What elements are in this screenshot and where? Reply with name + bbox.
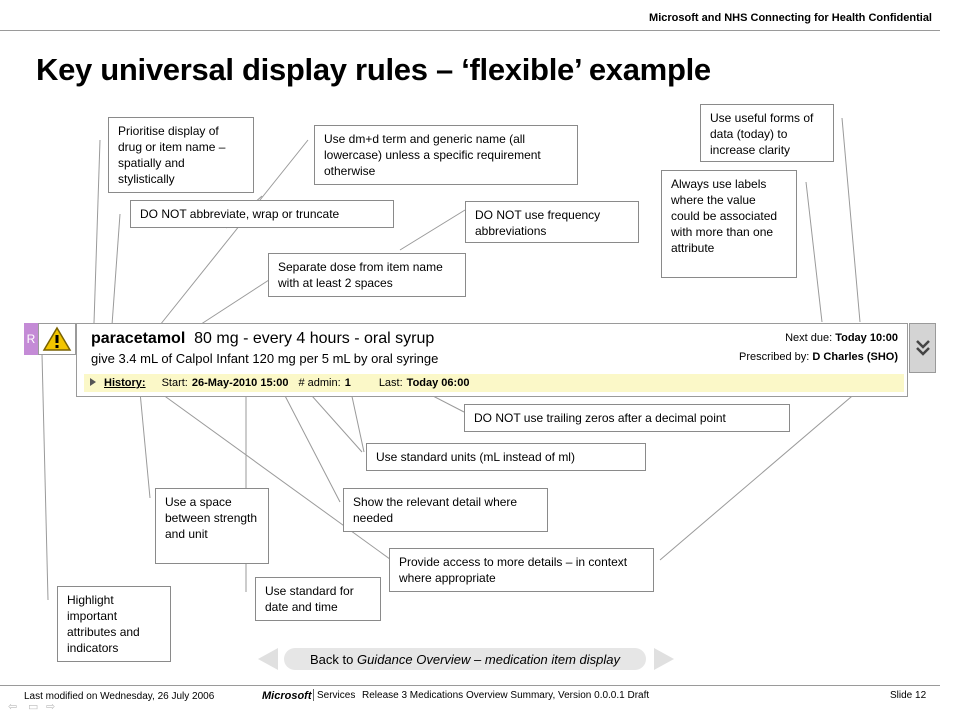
callout-standard-date: Use standard for date and time bbox=[255, 577, 381, 621]
administration-instruction: give 3.4 mL of Calpol Infant 120 mg per … bbox=[91, 351, 439, 366]
slide-nav-forward-icon[interactable]: ⇨ bbox=[46, 701, 56, 713]
next-arrow-icon[interactable] bbox=[654, 648, 674, 670]
callout-access-details: Provide access to more details – in cont… bbox=[389, 548, 654, 592]
footer-separator bbox=[313, 689, 314, 701]
services-label: Services bbox=[317, 690, 356, 701]
previous-arrow-icon[interactable] bbox=[258, 648, 278, 670]
double-chevron-down-icon bbox=[915, 340, 930, 356]
back-suffix: – medication item display bbox=[474, 651, 621, 667]
history-bar: History: Start: 26-May-2010 15:00 # admi… bbox=[84, 374, 904, 392]
history-expand-icon[interactable] bbox=[90, 377, 96, 389]
footer-divider bbox=[0, 685, 940, 686]
callout-dmd: Use dm+d term and generic name (all lowe… bbox=[314, 125, 578, 185]
drug-line: paracetamol 80 mg - every 4 hours - oral… bbox=[91, 330, 434, 348]
admin-count-label: # admin: bbox=[298, 377, 341, 389]
back-target: Guidance Overview bbox=[356, 651, 471, 667]
header-divider bbox=[0, 30, 940, 31]
microsoft-logo: Microsoft bbox=[262, 690, 312, 702]
next-due-value: Today 10:00 bbox=[835, 332, 898, 344]
confidential-label: Microsoft and NHS Connecting for Health … bbox=[649, 12, 932, 24]
callout-separate-dose: Separate dose from item name with at lea… bbox=[268, 253, 466, 297]
next-due-label: Next due: bbox=[785, 332, 833, 344]
back-prefix: Back to bbox=[309, 651, 354, 667]
callout-standard-units: Use standard units (mL instead of ml) bbox=[366, 443, 646, 471]
slide-number: Slide 12 bbox=[890, 690, 927, 701]
slide-nav-home-icon[interactable]: ▭ bbox=[28, 701, 39, 713]
release-info: Release 3 Medications Overview Summary, … bbox=[362, 690, 650, 701]
drug-name: paracetamol bbox=[91, 330, 186, 347]
callout-space-strength: Use a space between strength and unit bbox=[155, 488, 269, 564]
callout-no-trailing-zeros: DO NOT use trailing zeros after a decima… bbox=[464, 404, 790, 432]
callout-no-frequency: DO NOT use frequency abbreviations bbox=[465, 201, 639, 243]
page-title: Key universal display rules – ‘flexible’… bbox=[36, 52, 711, 87]
warning-indicator[interactable] bbox=[38, 323, 76, 355]
last-value: Today 06:00 bbox=[406, 377, 470, 389]
back-to-overview-button[interactable]: Back to Guidance Overview – medication i… bbox=[284, 648, 646, 670]
last-label: Last: bbox=[378, 377, 403, 389]
start-label: Start: bbox=[161, 377, 188, 389]
warning-icon bbox=[42, 326, 72, 351]
route-tab: R bbox=[24, 323, 38, 355]
start-value: 26-May-2010 15:00 bbox=[191, 377, 289, 389]
history-link[interactable]: History: bbox=[104, 377, 146, 389]
callout-relevant-detail: Show the relevant detail where needed bbox=[343, 488, 548, 532]
admin-count-value: 1 bbox=[344, 377, 351, 389]
prescribed-by: Prescribed by: D Charles (SHO) bbox=[739, 351, 898, 363]
last-modified: Last modified on Wednesday, 26 July 2006 bbox=[24, 691, 215, 702]
slide-nav-back-icon[interactable]: ⇦ bbox=[8, 701, 18, 713]
prescribed-by-label: Prescribed by: bbox=[739, 351, 810, 363]
callout-useful-forms: Use useful forms of data (today) to incr… bbox=[700, 104, 834, 162]
callout-labels: Always use labels where the value could … bbox=[661, 170, 797, 278]
callout-no-abbreviate: DO NOT abbreviate, wrap or truncate bbox=[130, 200, 394, 228]
callout-highlight: Highlight important attributes and indic… bbox=[57, 586, 171, 662]
expand-details-button[interactable] bbox=[909, 323, 936, 373]
next-due: Next due: Today 10:00 bbox=[785, 332, 898, 344]
prescribed-by-value: D Charles (SHO) bbox=[812, 351, 898, 363]
callout-prioritise: Prioritise display of drug or item name … bbox=[108, 117, 254, 193]
drug-dose-detail: 80 mg - every 4 hours - oral syrup bbox=[194, 330, 435, 347]
